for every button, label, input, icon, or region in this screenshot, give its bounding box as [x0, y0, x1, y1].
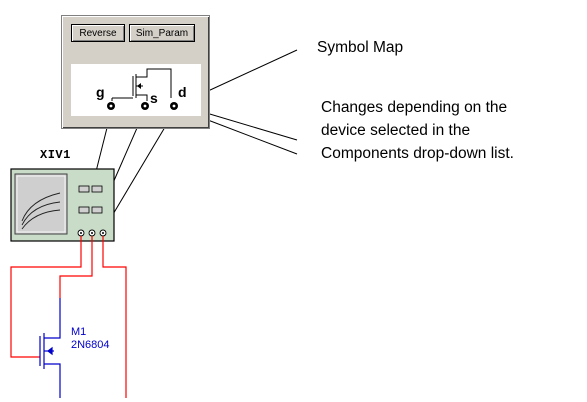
curve-tracer-instrument[interactable] [10, 168, 115, 242]
instrument-button-3 [78, 206, 90, 214]
instrument-name-label: XIV1 [40, 148, 71, 162]
source-pin-label: s [150, 90, 158, 106]
changes-annotation-line-3: Components drop-down list. [321, 145, 514, 162]
gate-wire [10, 236, 82, 358]
drain-pin-gear-icon [170, 102, 178, 110]
mosfet-symbol-map-graphic [107, 68, 178, 110]
source-pin-gear-icon [141, 102, 149, 110]
drain-wire [102, 236, 127, 398]
instrument-button-1 [78, 185, 90, 193]
reverse-button[interactable]: Reverse [71, 24, 125, 42]
iv-curve-2 [21, 201, 61, 226]
symbol-map-annotation: Symbol Map [317, 39, 404, 56]
symbol-map-leader [194, 49, 298, 98]
device-model-label: 2N6804 [71, 339, 110, 351]
changes-leader-upper [192, 108, 298, 141]
instrument-terminal-source [88, 229, 96, 237]
iv-curve-1 [21, 192, 61, 222]
device-parameter-panel: Reverse Sim_Param [61, 15, 210, 129]
iv-curve-3 [21, 209, 61, 230]
gate-pin-label: g [96, 84, 105, 100]
drain-link-line [102, 111, 175, 232]
red-wires [10, 236, 127, 398]
changes-leader-lower [199, 116, 298, 155]
drain-pin-label: d [178, 84, 187, 100]
instrument-terminal-gate [77, 229, 85, 237]
instrument-terminal-drain [99, 229, 107, 237]
gate-pin-gear-icon [107, 102, 115, 110]
device-reference-label: M1 [71, 326, 87, 338]
mosfet-symbol [39, 298, 61, 398]
instrument-button-4 [91, 206, 103, 214]
changes-annotation-line-1: Changes depending on the [321, 99, 508, 116]
changes-annotation-line-2: device selected in the [321, 122, 471, 139]
instrument-button-2 [91, 185, 103, 193]
source-wire [59, 236, 93, 298]
symbol-map: g s d [71, 64, 201, 116]
sim-param-button[interactable]: Sim_Param [129, 24, 195, 42]
